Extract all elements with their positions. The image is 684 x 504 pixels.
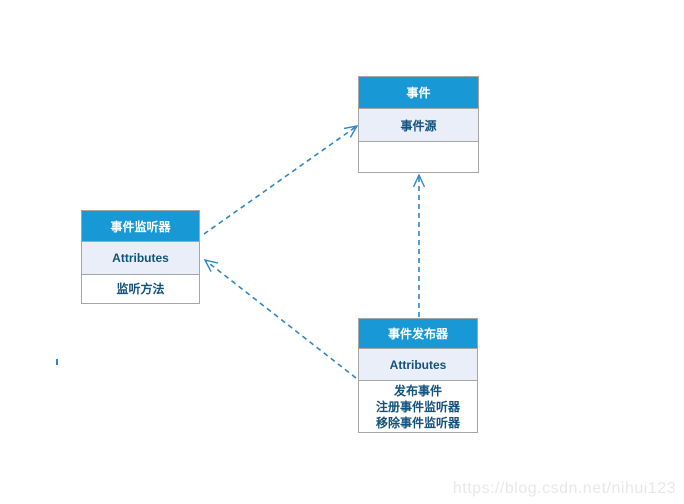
event-class-box: 事件 事件源 <box>358 76 479 173</box>
publisher-class-methods: 发布事件 注册事件监听器 移除事件监听器 <box>359 381 477 432</box>
watermark-url: https://blog.csdn.net/nihui123 <box>452 480 676 497</box>
listener-class-title: 事件监听器 <box>82 211 199 242</box>
event-class-attribute: 事件源 <box>359 109 478 142</box>
publisher-class-box: 事件发布器 Attributes 发布事件 注册事件监听器 移除事件监听器 <box>358 318 478 433</box>
publisher-class-attribute: Attributes <box>359 349 477 381</box>
stray-dash-mark <box>56 359 58 365</box>
publisher-class-title: 事件发布器 <box>359 319 477 349</box>
listener-class-box: 事件监听器 Attributes 监听方法 <box>81 210 200 304</box>
listener-class-methods: 监听方法 <box>82 275 199 303</box>
publisher-method: 发布事件 <box>393 383 442 398</box>
listener-method: 监听方法 <box>116 282 165 296</box>
arrow-publisher-to-listener <box>205 260 357 379</box>
publisher-method: 注册事件监听器 <box>375 399 460 414</box>
arrow-listener-to-event <box>203 126 357 235</box>
event-class-title: 事件 <box>359 77 478 109</box>
publisher-method: 移除事件监听器 <box>375 415 460 430</box>
event-class-methods <box>359 142 478 172</box>
listener-class-attribute: Attributes <box>82 242 199 275</box>
